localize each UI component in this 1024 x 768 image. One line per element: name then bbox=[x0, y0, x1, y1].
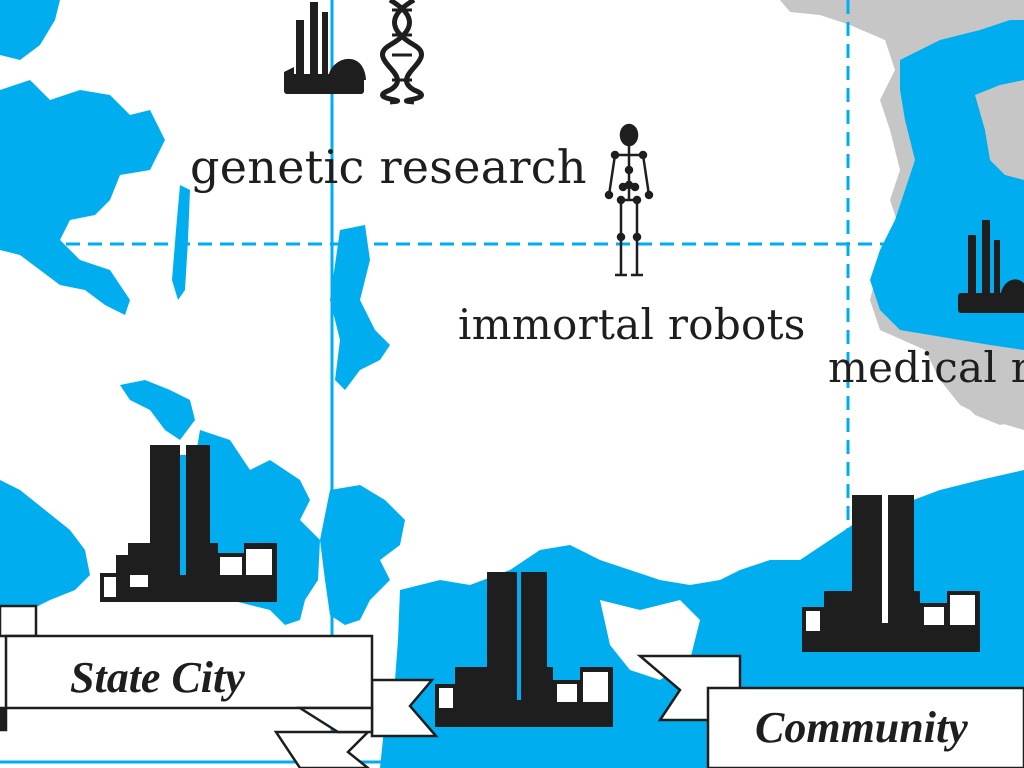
ribbon-state-city bbox=[0, 604, 439, 768]
skyline-icon-central bbox=[435, 572, 613, 727]
ribbon-community bbox=[636, 654, 1024, 768]
water-top-left bbox=[0, 0, 60, 60]
water-central-strait bbox=[330, 225, 390, 390]
gray-island-bottom-right bbox=[945, 350, 1024, 425]
label-medical: medical r bbox=[828, 343, 1024, 392]
city-label-state-city: State City bbox=[70, 653, 245, 702]
water-left-coast bbox=[0, 80, 165, 315]
water-left-bay bbox=[0, 480, 90, 610]
city-label-community: Community bbox=[755, 703, 968, 752]
skyline-icon-community bbox=[802, 495, 980, 652]
water-central-lower bbox=[320, 485, 405, 625]
skyline-icon-state-city bbox=[100, 445, 277, 602]
factory-icon-right bbox=[958, 220, 1024, 313]
water-mid-left bbox=[120, 380, 195, 440]
dna-helix-icon bbox=[380, 0, 424, 105]
robot-figure-icon bbox=[604, 123, 654, 277]
label-immortal-robots: immortal robots bbox=[458, 300, 806, 349]
label-genetic-research: genetic research bbox=[190, 140, 587, 194]
factory-icon bbox=[284, 2, 366, 94]
gray-peninsula-right bbox=[975, 80, 1024, 180]
